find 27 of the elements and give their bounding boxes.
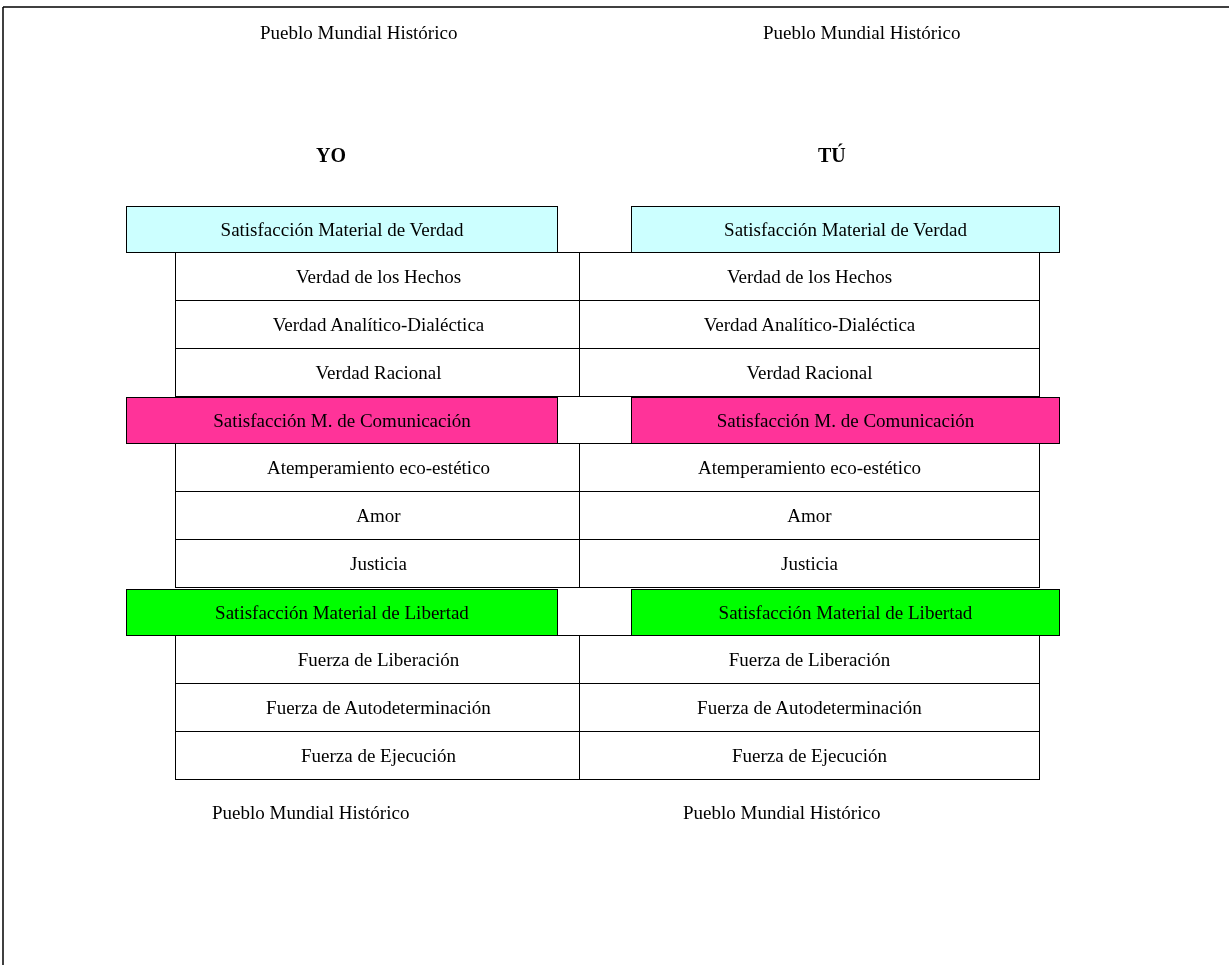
item-row: Atemperamiento eco-estético [175,443,582,492]
item-row: Justicia [579,539,1040,588]
item-row: Fuerza de Liberación [175,635,582,684]
item-row: Fuerza de Ejecución [579,731,1040,780]
item-row: Verdad de los Hechos [175,252,582,301]
item-row: Verdad Analítico-Dialéctica [579,300,1040,349]
item-row: Fuerza de Autodeterminación [579,683,1040,732]
item-row: Atemperamiento eco-estético [579,443,1040,492]
item-row: Fuerza de Liberación [579,635,1040,684]
place-label: Pueblo Mundial Histórico [260,22,458,44]
item-row: Fuerza de Ejecución [175,731,582,780]
category-header: Satisfacción Material de Libertad [631,589,1060,636]
category-header: Satisfacción Material de Verdad [126,206,558,253]
place-label: Pueblo Mundial Histórico [212,802,410,824]
person-label: TÚ [818,144,846,167]
place-label: Pueblo Mundial Histórico [683,802,881,824]
category-header: Satisfacción M. de Comunicación [631,397,1060,444]
category-header: Satisfacción Material de Verdad [631,206,1060,253]
person-label: YO [316,144,346,167]
item-row: Amor [579,491,1040,540]
category-header: Satisfacción Material de Libertad [126,589,558,636]
item-row: Justicia [175,539,582,588]
place-label: Pueblo Mundial Histórico [763,22,961,44]
item-row: Verdad Racional [175,348,582,397]
item-row: Verdad de los Hechos [579,252,1040,301]
item-row: Verdad Racional [579,348,1040,397]
category-header: Satisfacción M. de Comunicación [126,397,558,444]
